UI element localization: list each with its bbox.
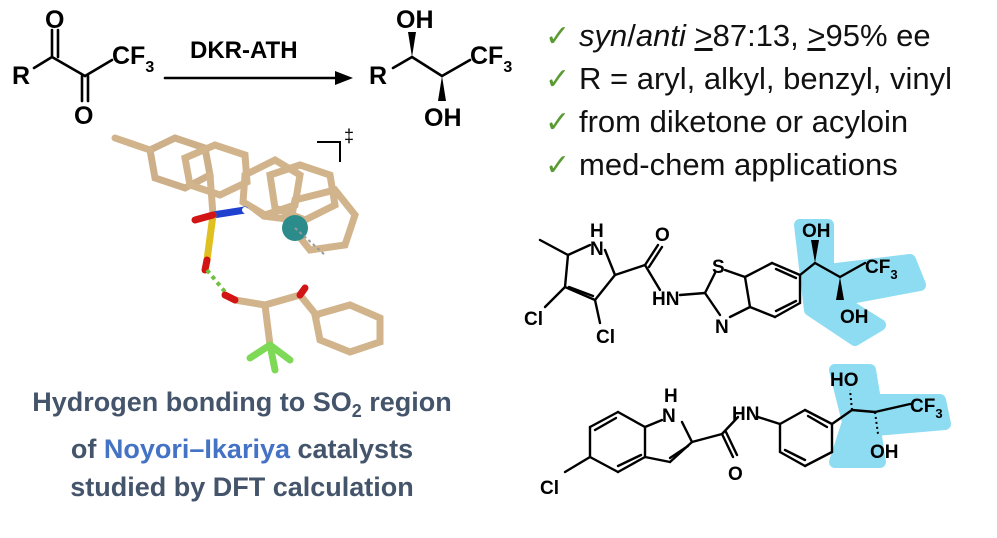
oxo-bottom: O: [74, 102, 93, 130]
feature-item-scope: ✓ R = aryl, alkyl, benzyl, vinyl: [545, 61, 990, 104]
check-icon: ✓: [545, 106, 571, 139]
r-label-right: R: [369, 62, 387, 90]
feature-text: syn/anti >87:13, >95% ee: [579, 18, 931, 53]
feature-text: R = aryl, alkyl, benzyl, vinyl: [579, 61, 952, 96]
feature-list: ✓ syn/anti >87:13, >95% ee ✓ R = aryl, a…: [545, 18, 990, 190]
svg-text:S: S: [712, 257, 725, 278]
feature-item-source: ✓ from diketone or acyloin: [545, 104, 990, 147]
svg-text:HN: HN: [732, 404, 759, 425]
cf3-right: CF3: [470, 42, 512, 76]
svg-text:HN: HN: [652, 289, 679, 310]
svg-text:Cl: Cl: [524, 309, 543, 330]
svg-text:OH: OH: [870, 442, 899, 463]
svg-text:H: H: [664, 386, 678, 407]
molecule-indole: H N Cl O HN HO CF3 OH: [540, 364, 951, 499]
transition-state-mark: ‡: [344, 126, 354, 146]
feature-text: from diketone or acyloin: [579, 104, 909, 139]
svg-text:N: N: [715, 317, 729, 338]
svg-text:CF3: CF3: [910, 396, 943, 421]
svg-text:N: N: [590, 239, 604, 260]
wedge-bond-1: [408, 32, 416, 57]
hydroxyl-bottom: OH: [424, 104, 462, 132]
check-icon: ✓: [545, 149, 571, 182]
svg-text:OH: OH: [802, 221, 831, 242]
svg-text:HO: HO: [830, 370, 859, 391]
highlight-diol: [829, 364, 951, 468]
transition-state-model: ‡: [111, 126, 384, 374]
svg-text:O: O: [728, 464, 743, 485]
molecule-pyrrole-benzothiazole: H N O Cl Cl HN S N OH CF3 OH: [524, 219, 926, 348]
reaction-scheme: DKR-ATH R O O CF3 R OH OH CF3: [12, 6, 512, 132]
reaction-arrow-head: [335, 71, 353, 85]
reagent-label: DKR-ATH: [190, 37, 298, 64]
caption-line-3: studied by DFT calculation: [70, 472, 414, 502]
oxo-top: O: [45, 6, 64, 34]
feature-item-selectivity: ✓ syn/anti >87:13, >95% ee: [545, 18, 990, 61]
r-label-left: R: [12, 62, 30, 90]
hydroxyl-top: OH: [396, 6, 434, 34]
svg-text:CF3: CF3: [865, 257, 898, 282]
wedge-bond-2: [438, 76, 446, 101]
feature-item-applications: ✓ med-chem applications: [545, 147, 990, 190]
caption-line-1: Hydrogen bonding to SO2 region: [32, 387, 452, 421]
caption-line-2: of Noyori–Ikariya catalysts: [70, 434, 414, 464]
svg-text:H: H: [590, 221, 604, 242]
svg-text:N: N: [662, 406, 676, 427]
svg-text:OH: OH: [840, 307, 869, 328]
svg-text:Cl: Cl: [540, 478, 559, 499]
check-icon: ✓: [545, 20, 571, 53]
cf3-left: CF3: [112, 42, 154, 76]
highlight-diol: [794, 219, 926, 346]
check-icon: ✓: [545, 63, 571, 96]
caption: Hydrogen bonding to SO2 region of Noyori…: [8, 383, 476, 506]
svg-text:Cl: Cl: [596, 327, 615, 348]
feature-text: med-chem applications: [579, 147, 898, 182]
svg-text:O: O: [655, 225, 670, 246]
